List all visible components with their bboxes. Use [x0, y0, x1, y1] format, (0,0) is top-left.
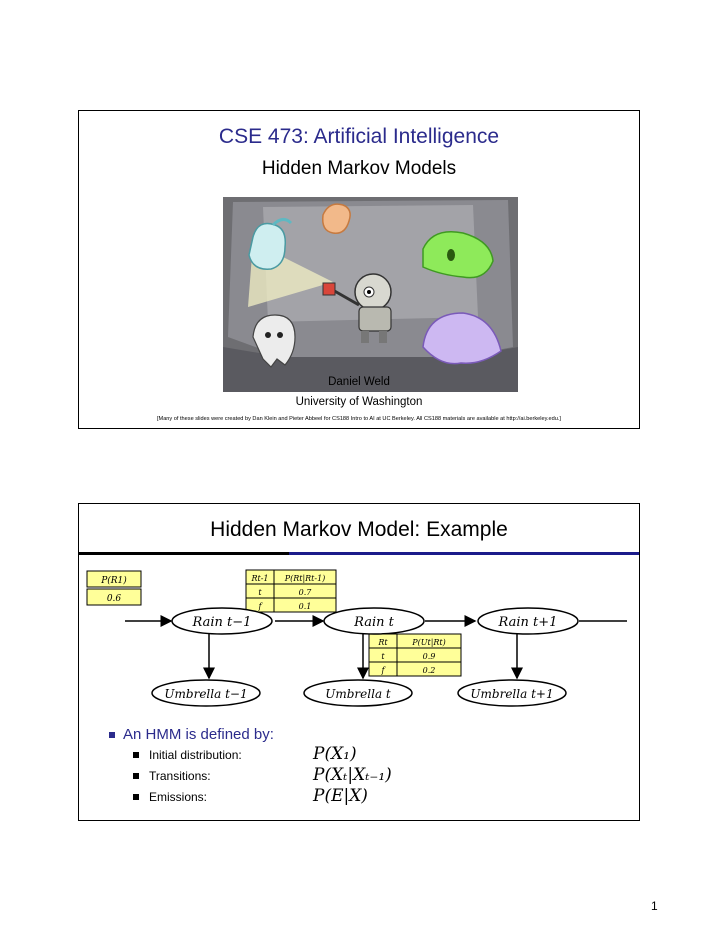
svg-text:f: f	[381, 666, 387, 675]
svg-text:0.2: 0.2	[423, 666, 436, 675]
pacman-robot-icon	[322, 273, 392, 343]
rain-node-next	[477, 607, 579, 635]
ghost-white-icon	[252, 314, 296, 368]
umbrella-node-current	[303, 679, 413, 707]
svg-text:0.1: 0.1	[299, 602, 312, 611]
author-name: Daniel Weld	[328, 376, 390, 388]
emission-table: Rt P(Ut|Rt) t 0.9 f 0.2	[368, 633, 462, 677]
umbrella-node-prev	[151, 679, 261, 707]
rain-node-current	[323, 607, 425, 635]
credit-note: [Many of these slides were created by Da…	[156, 416, 561, 422]
svg-text:Rt-1: Rt-1	[250, 574, 268, 583]
hmm-diagram: P(R1) 0.6 Rt-1 P(Rt|Rt-1) t 0.7 f 0.1 Rt…	[86, 569, 627, 707]
bullet-emissions: Emissions: P(E|X)	[109, 786, 629, 811]
svg-text:0.7: 0.7	[299, 588, 313, 597]
svg-text:f: f	[258, 602, 264, 611]
rain-label-current: Rain t	[353, 615, 394, 630]
umbrella-label-prev: Umbrella t−1	[164, 687, 247, 701]
svg-text:t: t	[381, 652, 385, 661]
prior-table: P(R1) 0.6	[86, 570, 142, 606]
rain-label-prev: Rain t−1	[192, 615, 252, 630]
page-number: 1	[651, 899, 658, 913]
ghost-purple-icon	[422, 312, 502, 365]
affiliation: University of Washington	[295, 396, 423, 408]
slide-title: Hidden Markov Model: Example	[210, 518, 508, 541]
square-bullet-icon	[109, 732, 115, 738]
title-rule-accent	[289, 552, 639, 555]
umbrella-label-next: Umbrella t+1	[470, 687, 553, 701]
prior-value: 0.6	[107, 594, 122, 604]
umbrella-node-next	[457, 679, 567, 707]
slide-title: CSE 473: Artificial Intelligence	[218, 125, 500, 148]
ghost-orange-icon	[321, 203, 351, 234]
ghost-cyan-icon	[248, 218, 293, 270]
rain-node-prev	[171, 607, 273, 635]
square-bullet-icon	[133, 752, 139, 758]
svg-text:t: t	[258, 588, 262, 597]
bullet-initial: Initial distribution: P(X₁)	[109, 744, 629, 769]
square-bullet-icon	[133, 773, 139, 779]
formula-transitions: P(Xₜ|Xₜ₋₁)	[313, 765, 392, 785]
ghostbusters-illustration	[223, 197, 518, 392]
svg-text:Rt: Rt	[377, 638, 388, 647]
ghost-green-icon	[422, 231, 494, 279]
slide-subtitle: Hidden Markov Models	[261, 158, 457, 179]
prior-header: P(R1)	[100, 575, 127, 586]
svg-text:P(Ut|Rt): P(Ut|Rt)	[411, 638, 446, 647]
rain-label-next: Rain t+1	[498, 615, 558, 630]
hmm-example-slide: Hidden Markov Model: Example P(R1) 0.6 R…	[78, 503, 640, 821]
transition-table: Rt-1 P(Rt|Rt-1) t 0.7 f 0.1	[245, 569, 337, 613]
square-bullet-icon	[133, 794, 139, 800]
bullet-main: An HMM is defined by:	[109, 726, 629, 748]
bullet-transitions: Transitions: P(Xₜ|Xₜ₋₁)	[109, 765, 629, 790]
bullet-list: An HMM is defined by: Initial distributi…	[109, 726, 629, 811]
svg-text:0.9: 0.9	[423, 652, 436, 661]
formula-initial: P(X₁)	[313, 744, 357, 764]
svg-text:P(Rt|Rt-1): P(Rt|Rt-1)	[284, 574, 326, 583]
title-slide: CSE 473: Artificial Intelligence Hidden …	[78, 110, 640, 429]
formula-emissions: P(E|X)	[313, 786, 368, 806]
umbrella-label-current: Umbrella t	[325, 687, 391, 701]
